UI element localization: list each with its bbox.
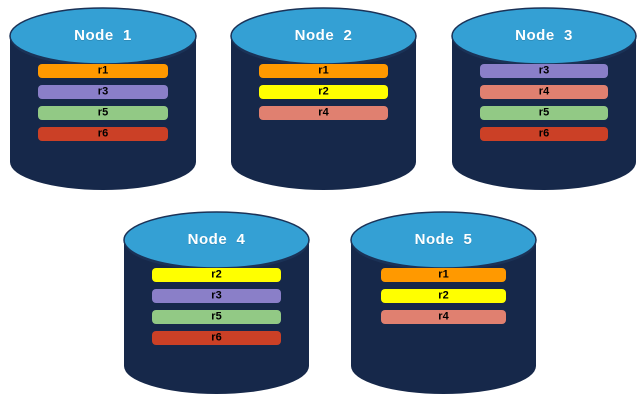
- node-title-4: Node 4: [187, 231, 246, 248]
- replica-bar[interactable]: r2: [259, 85, 388, 99]
- replica-label: r4: [438, 310, 449, 322]
- replica-label: r5: [211, 310, 222, 322]
- replica-bar[interactable]: r2: [381, 289, 506, 303]
- database-cylinder-2[interactable]: Node 2 r1 r2 r4: [230, 7, 417, 191]
- replica-label: r2: [211, 268, 222, 280]
- replica-bar[interactable]: r3: [152, 289, 281, 303]
- database-cylinder-4[interactable]: Node 4 r2 r3 r5 r6: [123, 211, 310, 394]
- replica-label: r1: [438, 268, 449, 280]
- replica-bar[interactable]: r6: [38, 127, 168, 141]
- replica-label: r3: [538, 64, 550, 76]
- replica-label: r1: [318, 64, 329, 76]
- replica-bar[interactable]: r5: [480, 106, 608, 120]
- replica-bar[interactable]: r1: [381, 268, 506, 282]
- replica-list-4: r2 r3 r5 r6: [124, 268, 309, 345]
- replica-bar[interactable]: r4: [480, 85, 608, 99]
- replica-label: r5: [538, 106, 550, 118]
- replica-bar[interactable]: r6: [480, 127, 608, 141]
- replica-label: r5: [97, 106, 109, 118]
- replica-label: r4: [318, 106, 329, 118]
- replica-label: r6: [211, 331, 222, 343]
- replica-bar[interactable]: r3: [480, 64, 608, 78]
- replica-list-1: r1 r3 r5 r6: [10, 64, 196, 141]
- database-cylinder-5[interactable]: Node 5 r1 r2 r4: [350, 211, 537, 394]
- node-title-5: Node 5: [414, 231, 473, 248]
- replica-label: r3: [211, 289, 222, 301]
- replica-label: r4: [538, 85, 550, 97]
- replica-bar[interactable]: r3: [38, 85, 168, 99]
- replica-bar[interactable]: r5: [38, 106, 168, 120]
- replica-bar[interactable]: r4: [381, 310, 506, 324]
- node-title-1: Node 1: [74, 27, 132, 44]
- replica-bar[interactable]: r2: [152, 268, 281, 282]
- node-title-2: Node 2: [294, 27, 353, 44]
- replica-label: r6: [538, 127, 550, 139]
- replica-label: r3: [97, 85, 109, 97]
- replica-label: r6: [97, 127, 109, 139]
- replica-bar[interactable]: r4: [259, 106, 388, 120]
- database-cylinder-1[interactable]: Node 1 r1 r3 r5 r6: [9, 7, 197, 190]
- replica-bar[interactable]: r6: [152, 331, 281, 345]
- replica-bar[interactable]: r5: [152, 310, 281, 324]
- replica-label: r2: [318, 85, 329, 97]
- replica-list-5: r1 r2 r4: [351, 268, 536, 324]
- replica-label: r1: [97, 64, 109, 76]
- database-cylinder-3[interactable]: Node 3 r3 r4 r5 r6: [451, 7, 637, 190]
- node-title-3: Node 3: [515, 27, 573, 44]
- replica-list-3: r3 r4 r5 r6: [452, 64, 636, 141]
- replica-label: r2: [438, 289, 449, 301]
- replica-bar[interactable]: r1: [259, 64, 388, 78]
- replica-bar[interactable]: r1: [38, 64, 168, 78]
- replica-list-2: r1 r2 r4: [231, 64, 416, 120]
